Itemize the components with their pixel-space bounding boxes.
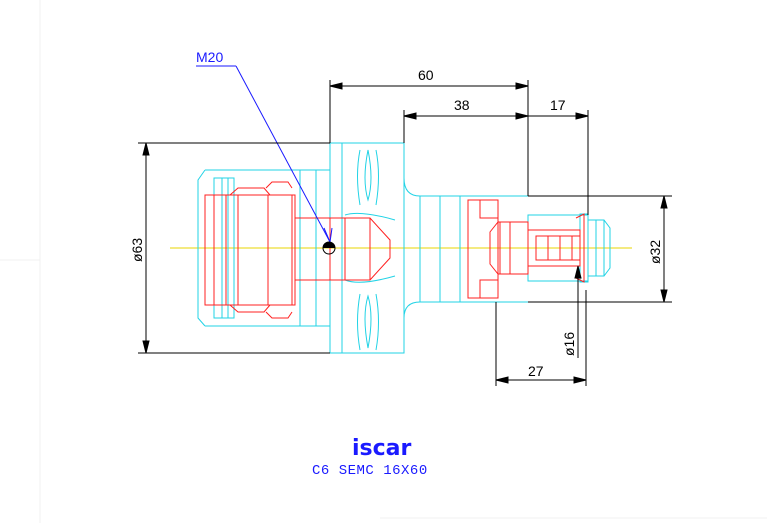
dim-length-tip: 17: [550, 97, 566, 113]
tool-model-caption: C6 SEMC 16X60: [312, 463, 428, 479]
m20-target-fill: [323, 242, 335, 248]
dim-dia-flange: ø63: [129, 238, 145, 262]
iscar-logo: iscar: [352, 436, 412, 461]
tool-outline-cyan: [197, 142, 611, 354]
dim-length-overall: 60: [418, 67, 434, 83]
thread-callout: M20: [196, 49, 223, 65]
dimension-lines: [138, 80, 672, 386]
dim-dia-pilot: ø16: [561, 332, 577, 356]
dim-length-shank: 27: [528, 363, 544, 379]
dim-dia-body: ø32: [647, 240, 663, 264]
tool-outline-red: [204, 181, 585, 319]
m20-leader: [196, 65, 333, 243]
dim-length-mid: 38: [454, 97, 470, 113]
